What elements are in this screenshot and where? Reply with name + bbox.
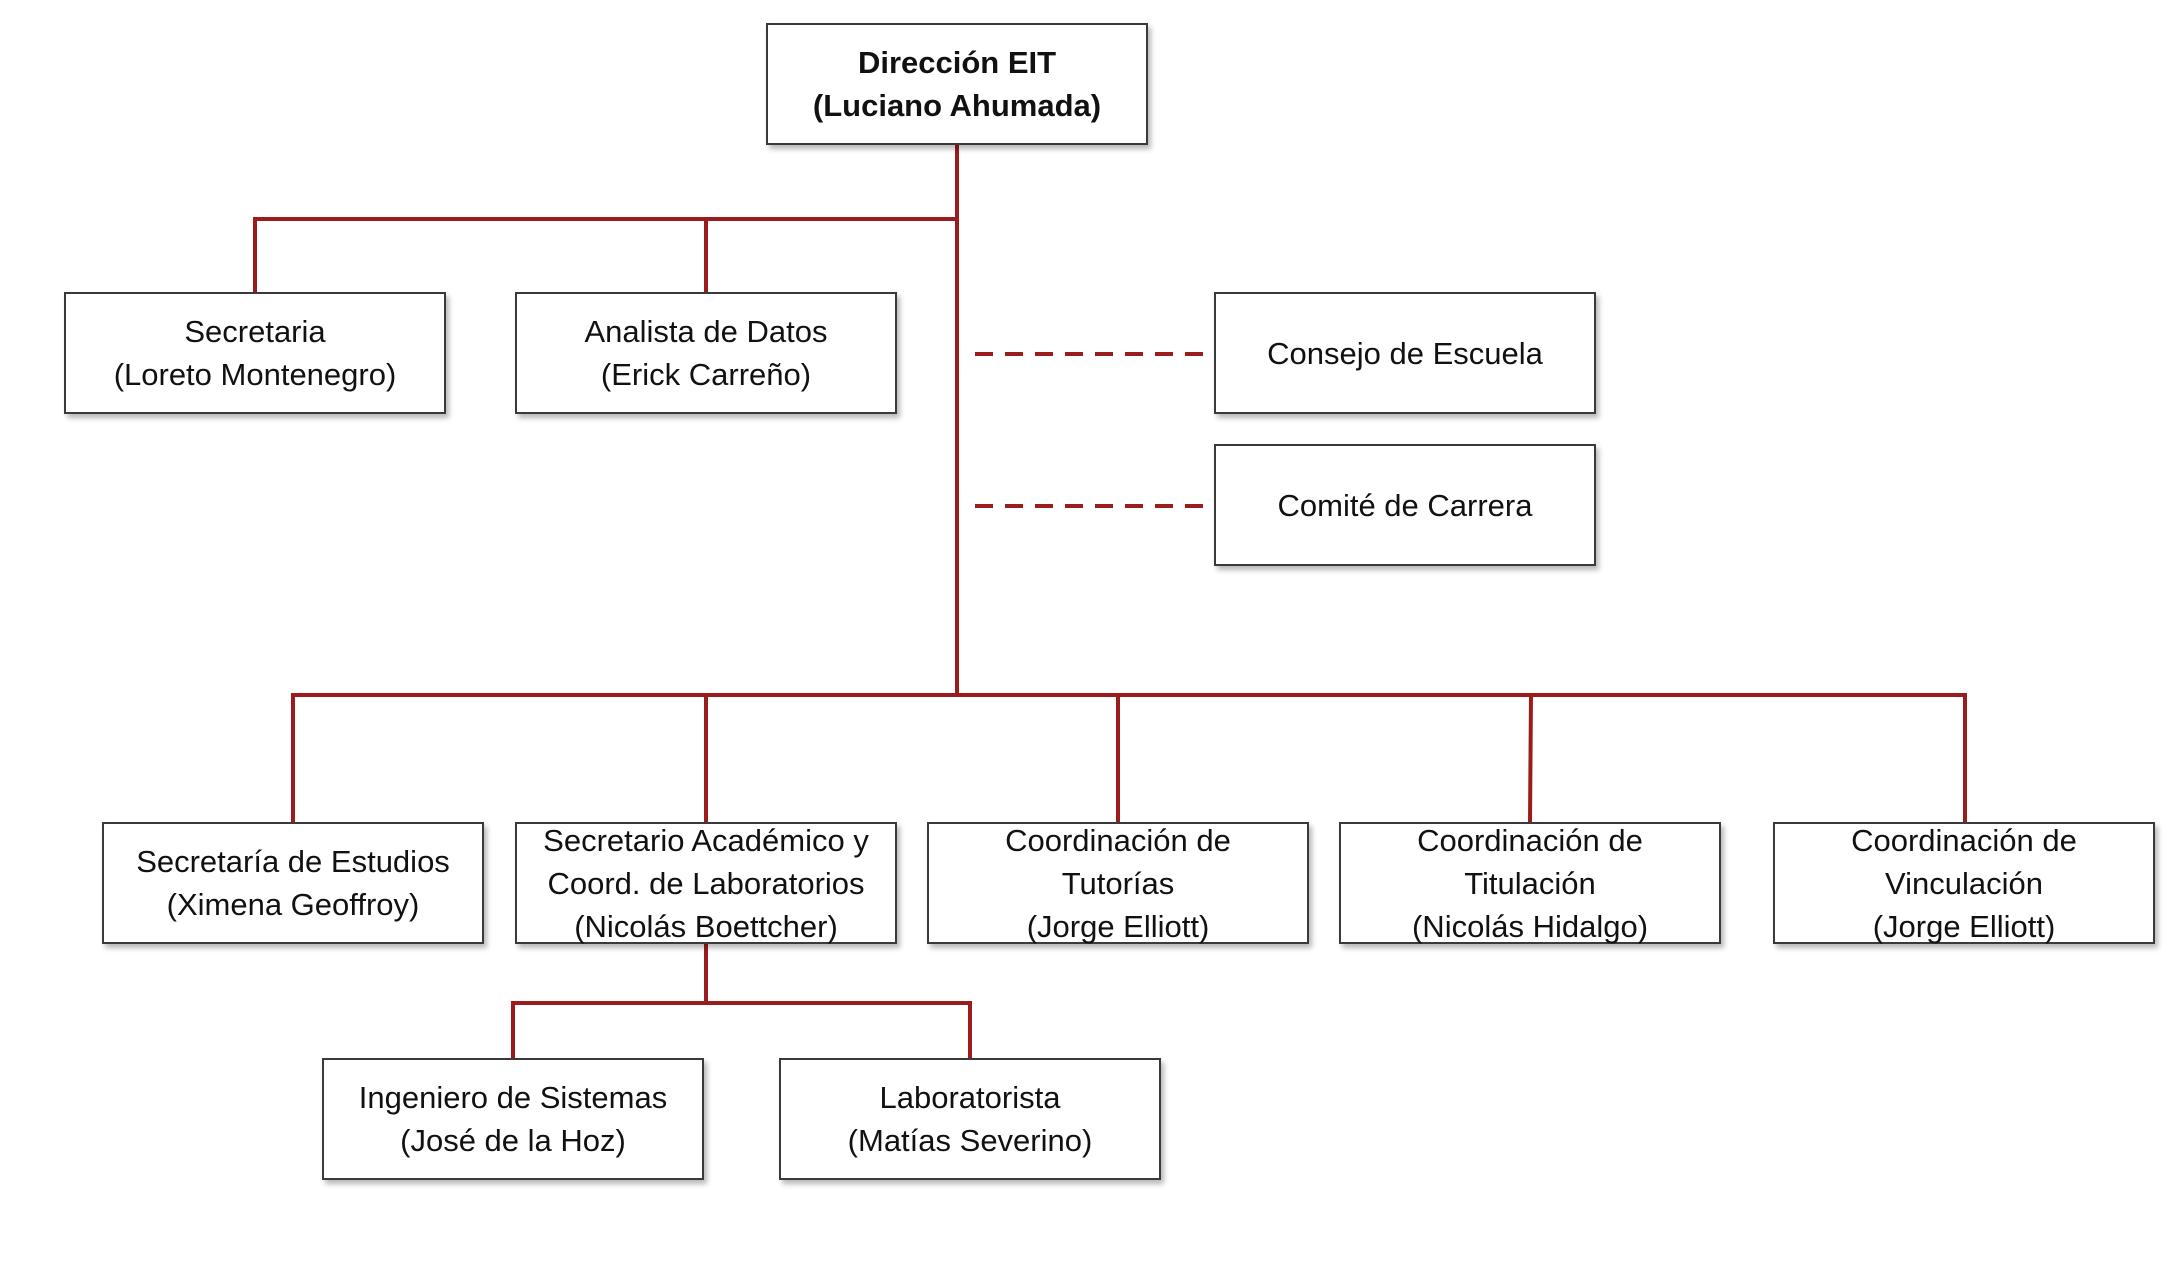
node-laboratorista: Laboratorista (Matías Severino) [779,1058,1161,1180]
node-ingeniero-sistemas: Ingeniero de Sistemas (José de la Hoz) [322,1058,704,1180]
node-secretaria-person: (Loreto Montenegro) [113,357,397,392]
node-coord-titulacion-line2: Titulación [1464,865,1596,901]
node-coord-tutorias: Coordinación de Tutorías (Jorge Elliott) [927,822,1309,944]
connector-coord-titulacion [1527,692,1534,825]
node-analista-person: (Erick Carreño) [600,357,812,392]
node-secretario-academico: Secretario Académico y Coord. de Laborat… [515,822,897,944]
node-comite-title: Comité de Carrera [1277,487,1533,523]
node-secretaria-estudios-title: Secretaría de Estudios [136,844,450,879]
node-laboratorista-person: (Matías Severino) [847,1123,1093,1158]
node-coord-titulacion-line1: Coordinación de [1417,822,1643,858]
node-direccion: Dirección EIT (Luciano Ahumada) [766,23,1148,145]
node-comite-carrera: Comité de Carrera [1214,444,1596,566]
node-coord-vinculacion-line1: Coordinación de [1851,822,2077,858]
node-coord-tutorias-person: (Jorge Elliott) [1026,908,1210,944]
node-secretaria-estudios-person: (Ximena Geoffroy) [166,887,420,922]
node-coord-titulacion: Coordinación de Titulación (Nicolás Hida… [1339,822,1721,944]
node-coord-titulacion-person: (Nicolás Hidalgo) [1411,908,1649,944]
node-analista-datos: Analista de Datos (Erick Carreño) [515,292,897,414]
node-coord-tutorias-line2: Tutorías [1061,865,1175,901]
node-consejo-escuela: Consejo de Escuela [1214,292,1596,414]
node-consejo-title: Consejo de Escuela [1267,335,1543,371]
node-coord-vinculacion-line2: Vinculación [1885,865,2043,901]
node-secretario-academico-person: (Nicolás Boettcher) [574,908,838,944]
node-coord-vinculacion: Coordinación de Vinculación (Jorge Ellio… [1773,822,2155,944]
node-ingeniero-title: Ingeniero de Sistemas [358,1080,668,1115]
node-laboratorista-title: Laboratorista [879,1080,1061,1115]
node-secretario-academico-line1: Secretario Académico y [543,822,869,858]
node-direccion-person: (Luciano Ahumada) [812,88,1102,123]
node-analista-title: Analista de Datos [584,314,828,349]
node-ingeniero-person: (José de la Hoz) [400,1123,626,1158]
node-coord-vinculacion-person: (Jorge Elliott) [1872,908,2056,944]
node-secretaria: Secretaria (Loreto Montenegro) [64,292,446,414]
node-secretario-academico-line2: Coord. de Laboratorios [547,865,865,901]
node-direccion-title: Dirección EIT [857,45,1057,80]
node-secretaria-estudios: Secretaría de Estudios (Ximena Geoffroy) [102,822,484,944]
node-coord-tutorias-line1: Coordinación de [1005,822,1231,858]
node-secretaria-title: Secretaria [184,314,326,349]
